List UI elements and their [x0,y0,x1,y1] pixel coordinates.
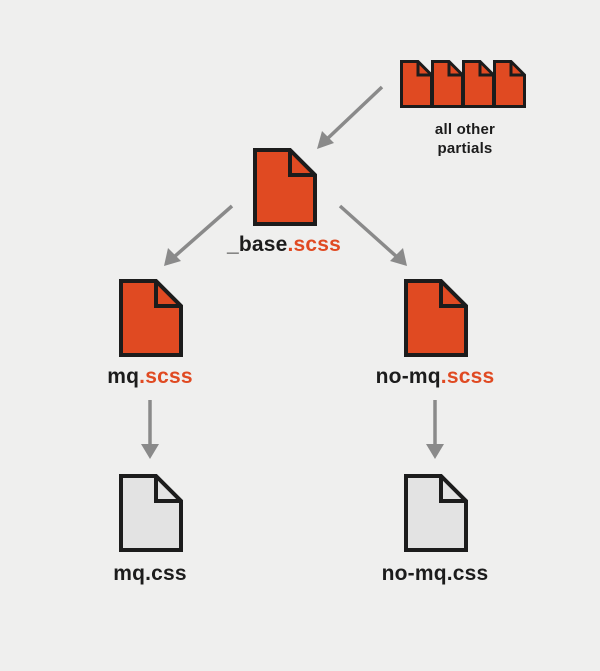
base-scss-file-icon [253,148,317,226]
nomq-scss-label: no-mq.scss [376,365,495,389]
mq-scss-label: mq.scss [107,365,192,389]
base-scss-label: _base.scss [227,233,341,257]
arrow-base-to-nomq [338,204,407,266]
arrow-partials-to-base [317,85,384,149]
nomq-css-label: no-mq.css [381,562,489,585]
base-scss-ext: .scss [287,233,342,256]
nomq-css-file-icon [404,474,468,552]
mq-scss-ext: .scss [139,365,193,388]
mq-scss-name: mq [107,365,140,388]
arrow-nomq-to-css [426,400,444,459]
arrow-mq-to-css [141,400,159,459]
mq-css-file-icon [119,474,183,552]
partials-label: all other partials [405,120,525,158]
nomq-scss-ext: .scss [440,365,495,388]
mq-css-label: mq.css [113,562,187,585]
stacked-files-icon [400,60,526,108]
base-scss-name: _base [226,233,288,256]
partials-label-line2: partials [437,140,493,157]
nomq-scss-name: no-mq [375,365,441,388]
arrow-base-to-mq [164,204,234,266]
mq-scss-file-icon [119,279,183,357]
nomq-scss-file-icon [404,279,468,357]
partials-label-line1: all other [434,121,496,138]
